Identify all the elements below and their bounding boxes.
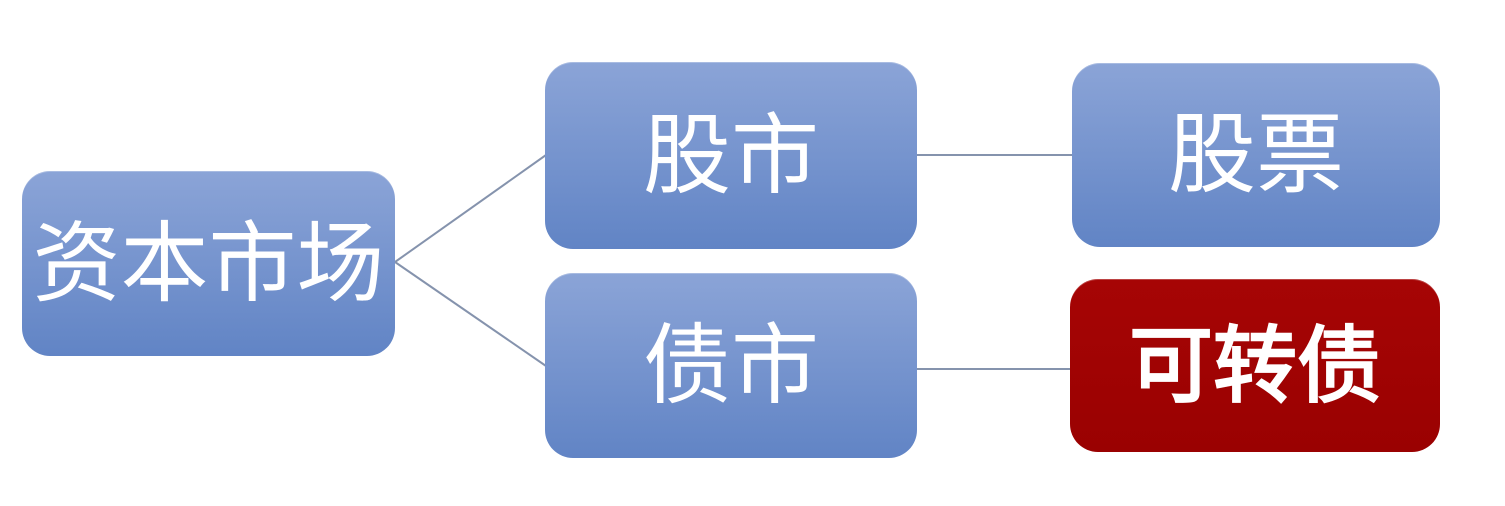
diagram-node-capital-market: 资本市场 xyxy=(22,171,395,356)
node-label: 债市 xyxy=(642,315,819,415)
node-label: 股票 xyxy=(1167,105,1344,204)
diagram-node-stock: 股票 xyxy=(1072,63,1440,247)
edge-capital-market-to-bond-market xyxy=(394,261,547,367)
edge-capital-market-to-stock-market xyxy=(394,154,547,263)
diagram-node-convertible-bond: 可转债 xyxy=(1070,279,1440,452)
node-label: 股市 xyxy=(642,105,819,205)
diagram-node-bond-market: 债市 xyxy=(545,273,917,458)
node-label: 可转债 xyxy=(1128,318,1381,413)
diagram-node-stock-market: 股市 xyxy=(545,62,917,249)
node-label: 资本市场 xyxy=(32,213,385,313)
